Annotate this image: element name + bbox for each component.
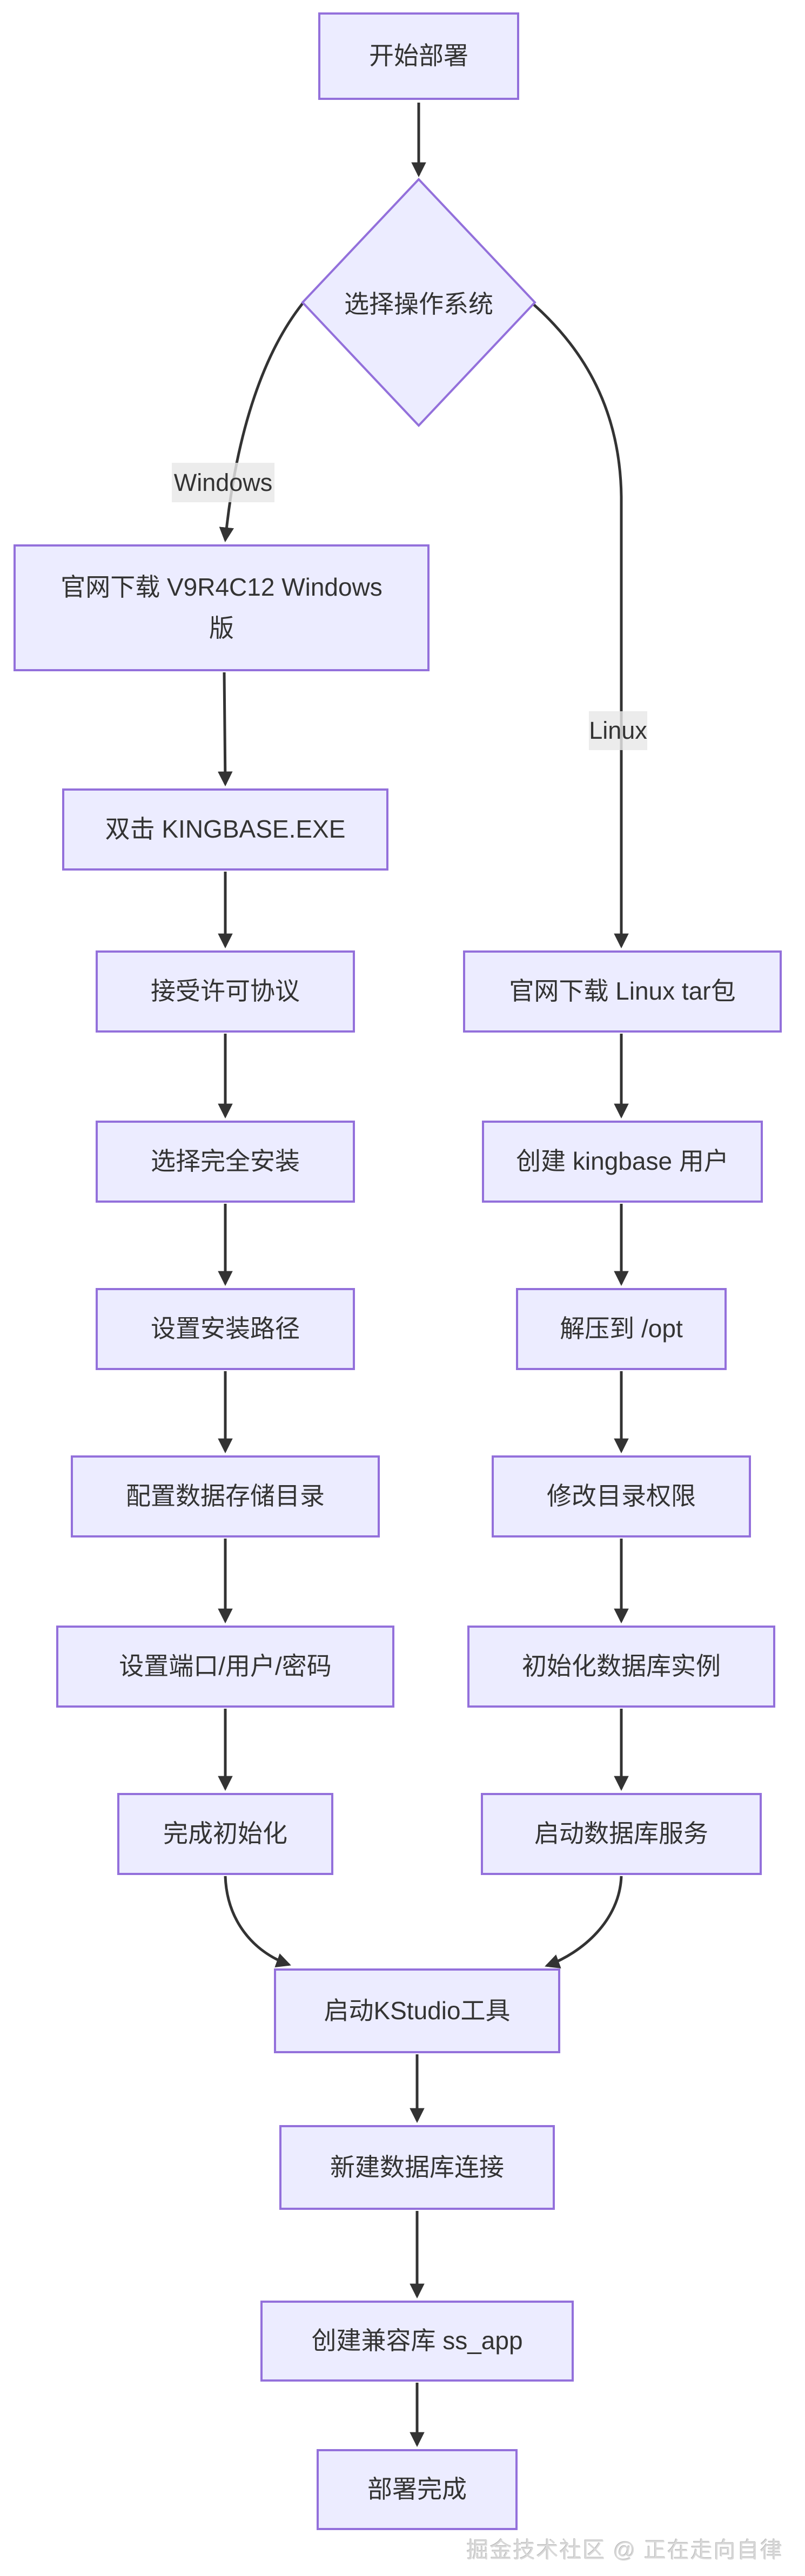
node-label: 选择操作系统 bbox=[344, 290, 493, 318]
node-os-choice-label: 选择操作系统 bbox=[311, 285, 527, 320]
node-label: 创建 kingbase 用户 bbox=[516, 1147, 729, 1176]
node-win-license: 接受许可协议 bbox=[96, 950, 355, 1033]
node-label: 设置端口/用户/密码 bbox=[119, 1652, 332, 1681]
node-win-port-user: 设置端口/用户/密码 bbox=[56, 1626, 394, 1708]
node-label: 创建兼容库 ss_app bbox=[311, 2327, 523, 2355]
node-label: 新建数据库连接 bbox=[330, 2153, 504, 2181]
node-win-path: 设置安装路径 bbox=[96, 1288, 355, 1370]
node-start: 开始部署 bbox=[318, 12, 519, 100]
node-linux-perms: 修改目录权限 bbox=[492, 1455, 751, 1537]
node-label: 解压到 /opt bbox=[560, 1314, 683, 1343]
node-win-data-dir: 配置数据存储目录 bbox=[71, 1455, 380, 1537]
edge-os-choice-to-win-download bbox=[219, 302, 304, 543]
node-label: 启动KStudio工具 bbox=[324, 1996, 511, 2025]
node-win-download: 官网下载 V9R4C12 Windows 版 bbox=[14, 544, 430, 671]
node-label: 完成初始化 bbox=[163, 1819, 287, 1848]
node-db-connection: 新建数据库连接 bbox=[279, 2125, 555, 2210]
node-linux-download: 官网下载 Linux tar包 bbox=[463, 950, 782, 1033]
node-linux-user: 创建 kingbase 用户 bbox=[482, 1121, 763, 1203]
node-label: 修改目录权限 bbox=[547, 1482, 696, 1510]
node-win-exe: 双击 KINGBASE.EXE bbox=[62, 788, 388, 871]
node-label: 设置安装路径 bbox=[151, 1314, 300, 1343]
node-label: 初始化数据库实例 bbox=[522, 1652, 721, 1681]
edge-linux-service-to-kstudio bbox=[545, 1876, 623, 1968]
node-linux-service: 启动数据库服务 bbox=[481, 1793, 762, 1875]
edge-win-download-to-win-exe bbox=[218, 672, 233, 787]
edge-label-windows: Windows bbox=[172, 463, 274, 502]
edge-label-text: Windows bbox=[173, 468, 273, 496]
node-label: 官网下载 Linux tar包 bbox=[509, 977, 736, 1006]
node-label: 选择完全安装 bbox=[151, 1147, 300, 1176]
node-kstudio: 启动KStudio工具 bbox=[274, 1968, 560, 2053]
node-label: 接受许可协议 bbox=[151, 977, 300, 1006]
node-linux-initdb: 初始化数据库实例 bbox=[467, 1626, 775, 1708]
node-win-init-done: 完成初始化 bbox=[117, 1793, 333, 1875]
node-done: 部署完成 bbox=[317, 2449, 518, 2530]
node-linux-extract: 解压到 /opt bbox=[516, 1288, 727, 1370]
node-label: 开始部署 bbox=[369, 42, 468, 70]
node-label: 双击 KINGBASE.EXE bbox=[105, 815, 346, 844]
watermark-text: 掘金技术社区 @ 正在走向自律 bbox=[466, 2538, 783, 2562]
node-label: 配置数据存储目录 bbox=[126, 1482, 325, 1510]
node-label: 部署完成 bbox=[367, 2475, 467, 2504]
edge-label-linux: Linux bbox=[589, 711, 647, 750]
node-win-full-install: 选择完全安装 bbox=[96, 1121, 355, 1203]
node-label: 官网下载 V9R4C12 Windows 版 bbox=[61, 572, 383, 642]
edge-os-choice-to-linux-download bbox=[533, 304, 629, 949]
edge-label-text: Linux bbox=[589, 717, 647, 744]
node-os-choice-diamond bbox=[301, 178, 536, 427]
watermark: 掘金技术社区 @ 正在走向自律 bbox=[467, 2532, 783, 2564]
node-compat-db: 创建兼容库 ss_app bbox=[260, 2301, 574, 2382]
edge-win-init-done-to-kstudio bbox=[224, 1876, 291, 1968]
node-label: 启动数据库服务 bbox=[534, 1819, 708, 1848]
